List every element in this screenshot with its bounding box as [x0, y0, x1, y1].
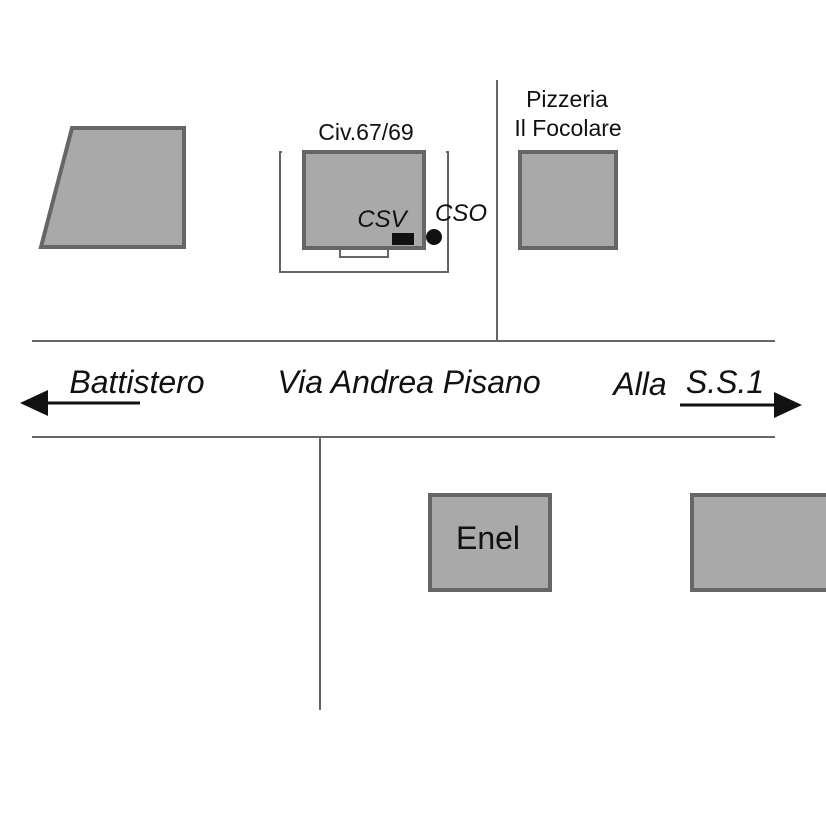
building-right-partial	[690, 493, 826, 592]
label-direction-right-dest: S.S.1	[686, 364, 764, 400]
arrow-left-icon	[20, 390, 48, 416]
label-csv: CSV	[357, 206, 408, 233]
arrow-right-icon	[774, 392, 802, 418]
entrance-step	[339, 247, 389, 258]
label-cso: CSO	[435, 200, 487, 227]
building-left-trapezoid	[38, 126, 186, 249]
label-direction-left: Battistero	[69, 364, 204, 400]
cso-marker	[426, 229, 442, 245]
building-enel	[428, 493, 552, 592]
building-civ-67-69	[302, 150, 426, 250]
label-direction-right-prefix: Alla	[611, 366, 666, 402]
csv-marker	[392, 233, 414, 245]
label-street-name: Via Andrea Pisano	[277, 364, 540, 400]
label-pizzeria-line1: Pizzeria	[526, 86, 608, 112]
label-enel: Enel	[456, 520, 520, 556]
building-pizzeria-il-focolare	[518, 150, 618, 250]
label-civic-number: Civ.67/69	[318, 119, 413, 145]
label-pizzeria-line2: Il Focolare	[514, 115, 621, 141]
